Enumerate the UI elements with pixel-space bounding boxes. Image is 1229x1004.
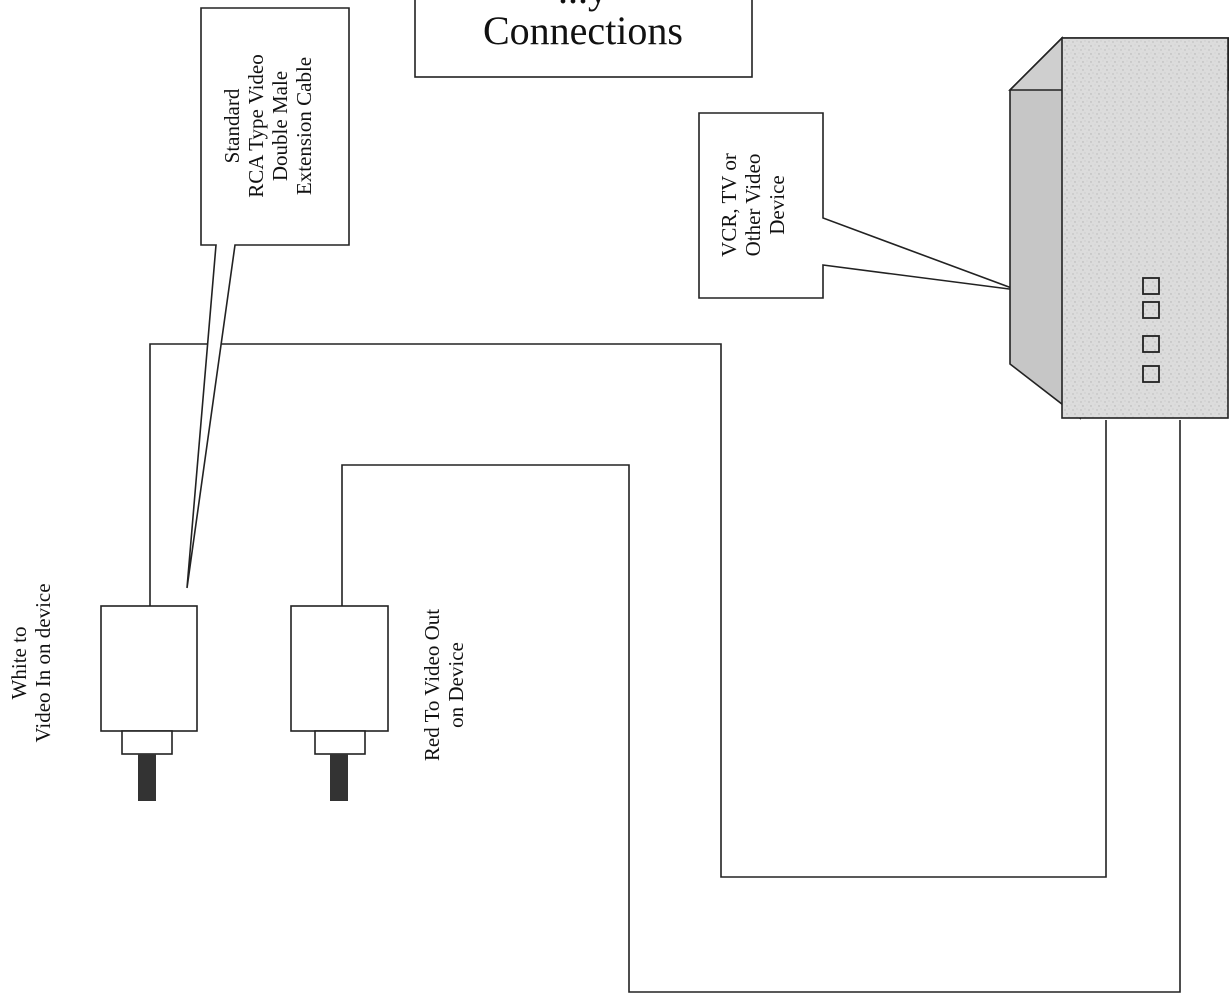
red-plug-pin [330, 754, 348, 801]
device-jack-2 [1142, 301, 1160, 319]
red-plug-collar [314, 730, 366, 755]
white-plug-body [100, 605, 198, 732]
device-callout-line-3: Device [765, 175, 789, 234]
device-callout-bubble [698, 112, 1018, 299]
red-plug-label: Red To Video Out on Device [420, 609, 468, 761]
red-rca-plug-icon [290, 605, 389, 801]
device-callout-line-1: VCR, TV or [717, 153, 741, 257]
cable-callout-line-1: Standard [220, 88, 244, 163]
white-plug-label: White to Video In on device [7, 583, 55, 742]
cable-callout: Standard RCA Type Video Double Male Exte… [186, 7, 350, 589]
red-plug-label-line-2: on Device [444, 642, 468, 728]
title-box: ...y Connections [414, 0, 753, 78]
cable-callout-line-4: Extension Cable [292, 57, 316, 195]
white-cable-wire [149, 343, 1107, 878]
title-line-1: ...y [558, 0, 608, 12]
white-plug-pin [138, 754, 156, 801]
device-front-face [1061, 37, 1229, 419]
cable-callout-bubble [186, 7, 350, 589]
red-cable-wire [341, 420, 1181, 993]
white-rca-plug-icon [100, 605, 198, 801]
white-plug-collar [121, 730, 173, 755]
device-callout-line-2: Other Video [741, 154, 765, 257]
white-plug-label-line-2: Video In on device [31, 583, 55, 742]
device-jack-4 [1142, 365, 1160, 383]
vcr-device-icon [1008, 36, 1229, 420]
red-plug-body [290, 605, 389, 732]
device-jack-1 [1142, 277, 1160, 295]
cable-callout-line-3: Double Male [268, 71, 292, 181]
device-jack-3 [1142, 335, 1160, 353]
cable-callout-line-2: RCA Type Video [244, 54, 268, 198]
title-line-2: Connections [483, 8, 683, 53]
red-plug-label-line-1: Red To Video Out [420, 609, 444, 761]
white-plug-label-line-1: White to [7, 627, 31, 700]
cable-wires [149, 343, 1181, 993]
device-callout: VCR, TV or Other Video Device [698, 112, 1018, 299]
